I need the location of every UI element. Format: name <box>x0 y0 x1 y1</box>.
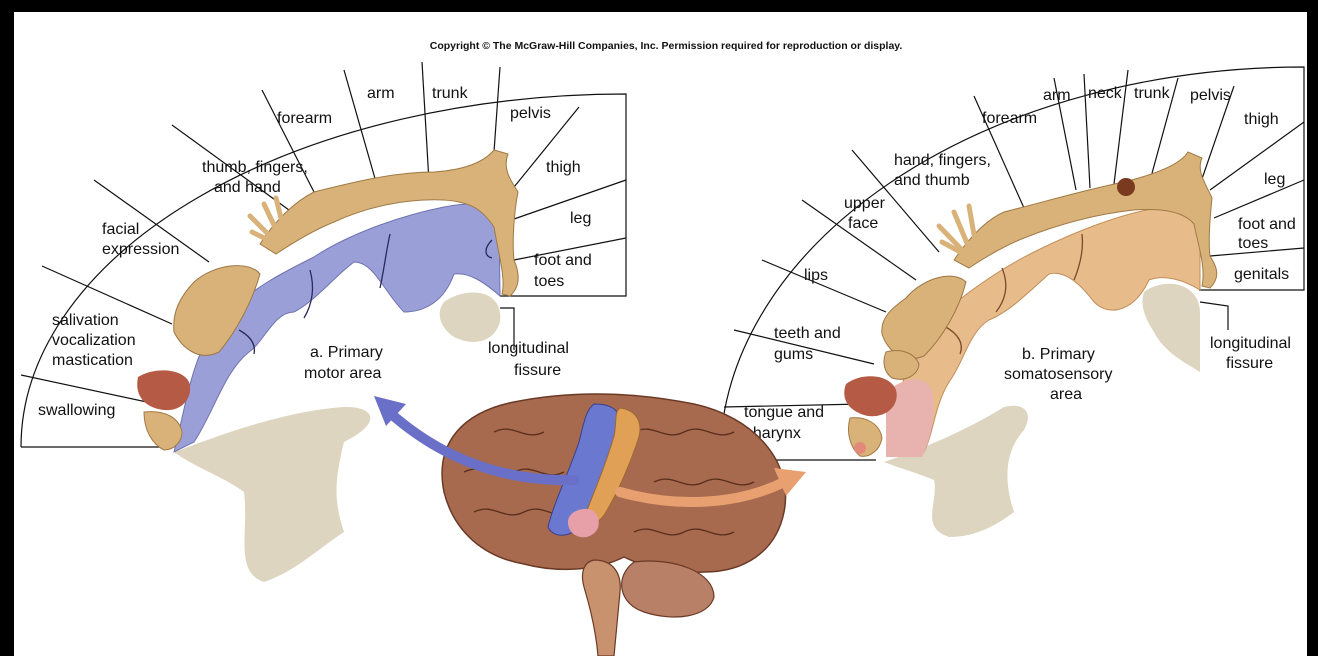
sensory-fissure-leader <box>1200 302 1228 330</box>
motor-hand-fingers <box>250 198 286 244</box>
motor-label-thigh: thigh <box>546 159 581 176</box>
sensory-fissure-label: longitudinal fissure <box>1210 335 1295 372</box>
motor-label-trunk: trunk <box>432 85 469 102</box>
sensory-label-teeth: teeth and gums <box>774 325 845 363</box>
motor-throat <box>144 412 182 450</box>
motor-label-pelvis: pelvis <box>510 105 551 122</box>
motor-white-matter-right <box>440 292 501 342</box>
sensory-label-forearm: forearm <box>982 110 1037 127</box>
sensory-diagram: tongue and pharynx teeth and gums lips u… <box>720 67 1304 537</box>
sensory-label-neck: neck <box>1088 85 1123 102</box>
motor-label-facial: facial expression <box>102 221 179 258</box>
sensory-label-trunk: trunk <box>1134 85 1171 102</box>
motor-label-thumb: thumb, fingers, and hand <box>202 159 312 196</box>
sensory-tongue <box>844 376 896 416</box>
sensory-label-upperface: upper face <box>844 195 889 232</box>
motor-label-leg: leg <box>570 210 591 227</box>
sensory-label-foot: foot and toes <box>1238 216 1300 252</box>
motor-tongue <box>137 370 190 410</box>
sensory-label-genitals: genitals <box>1234 266 1289 283</box>
copyright-text: Copyright © The McGraw-Hill Companies, I… <box>430 40 903 52</box>
sensory-label-pelvis: pelvis <box>1190 87 1231 104</box>
brain-stem <box>582 560 620 656</box>
sensory-caption: b. Primary somatosensory area <box>1004 346 1117 403</box>
motor-label-salivation: salivation vocalization mastication <box>52 312 140 369</box>
sensory-trunk-mark <box>1117 178 1135 196</box>
motor-fissure-label: longitudinal fissure <box>488 340 573 379</box>
motor-label-swallowing: swallowing <box>38 402 115 419</box>
sensory-hand-fingers <box>939 206 976 254</box>
motor-label-foot: foot and toes <box>534 252 596 290</box>
sensory-label-thigh: thigh <box>1244 111 1279 128</box>
motor-label-arm: arm <box>367 85 395 102</box>
motor-white-matter <box>174 407 370 582</box>
sensory-pharynx-mark <box>854 442 866 454</box>
sensory-label-lips: lips <box>804 267 828 284</box>
homunculus-diagram: Copyright © The McGraw-Hill Companies, I… <box>14 12 1307 656</box>
brain-tongue-area <box>568 509 599 537</box>
motor-label-forearm: forearm <box>277 110 332 127</box>
sensory-label-arm: arm <box>1043 87 1071 104</box>
figure-panel: Copyright © The McGraw-Hill Companies, I… <box>14 12 1307 656</box>
center-brain <box>442 394 785 656</box>
sensory-white-matter-right <box>1142 284 1200 372</box>
sensory-label-leg: leg <box>1264 171 1285 188</box>
motor-caption: a. Primary motor area <box>304 344 387 382</box>
